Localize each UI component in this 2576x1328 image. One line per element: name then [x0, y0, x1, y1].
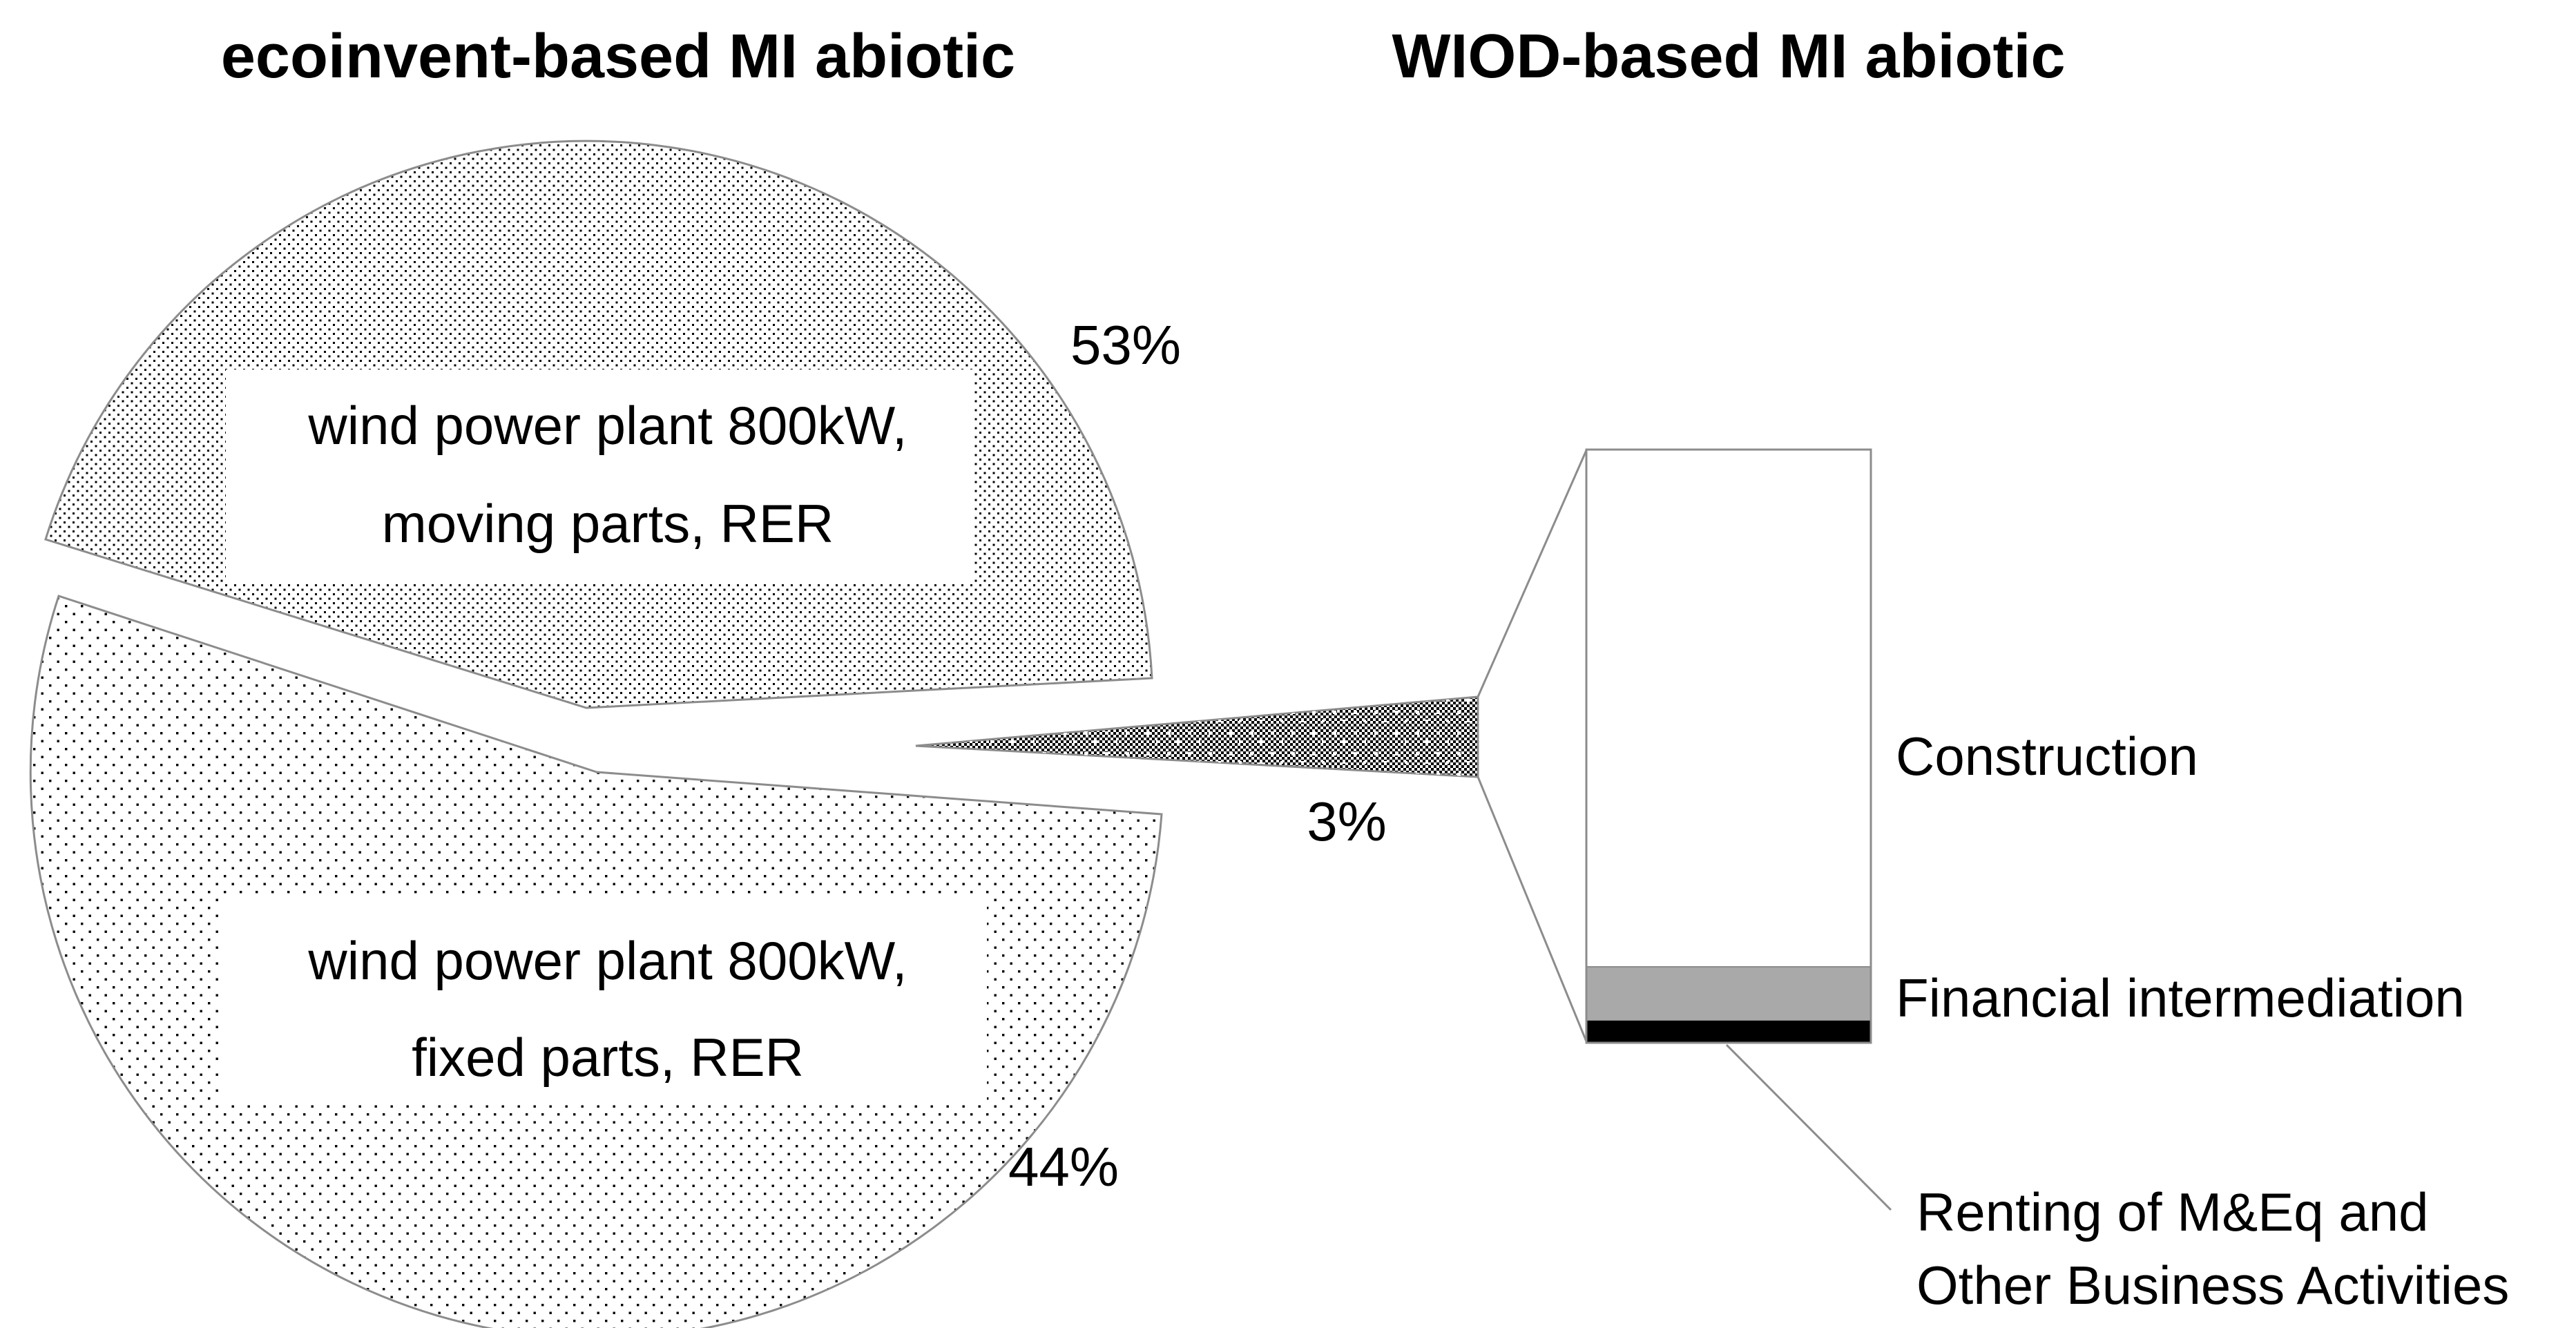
- financial-intermediation-label: Financial intermediation: [1896, 968, 2465, 1028]
- breakout-pct-label: 3%: [1307, 791, 1387, 852]
- moving-parts-label-box: [226, 369, 974, 584]
- fixed-parts-label-box: [220, 898, 987, 1105]
- breakout-wedge-speckle-overlay: [916, 697, 1478, 777]
- fixed-parts-label-line1: wind power plant 800kW,: [307, 930, 907, 991]
- construction-label: Construction: [1896, 726, 2198, 787]
- fixed-parts-label-line2: fixed parts, RER: [412, 1027, 804, 1088]
- fixed-parts-pct-label: 44%: [1008, 1136, 1119, 1197]
- left-pie-title: ecoinvent-based MI abiotic: [221, 22, 1015, 91]
- renting-label-line2: Other Business Activities: [1916, 1255, 2509, 1316]
- bar-segment-construction: [1585, 448, 1872, 1044]
- bar-outline: [1585, 448, 1872, 1044]
- connector-line-top: [1477, 450, 1588, 697]
- bar-segment-financial-intermediation: [1586, 966, 1872, 1021]
- right-bar-title: WIOD-based MI abiotic: [1392, 22, 2065, 91]
- connector-line-bottom: [1477, 776, 1588, 1042]
- moving-parts-pct-label: 53%: [1070, 314, 1181, 376]
- renting-label-line1: Renting of M&Eq and: [1916, 1182, 2428, 1242]
- bar-segment-renting: [1586, 1021, 1871, 1043]
- moving-parts-label-line2: moving parts, RER: [382, 493, 834, 554]
- moving-parts-label-line1: wind power plant 800kW,: [307, 395, 907, 456]
- connector-line-renting-label: [1725, 1043, 1892, 1211]
